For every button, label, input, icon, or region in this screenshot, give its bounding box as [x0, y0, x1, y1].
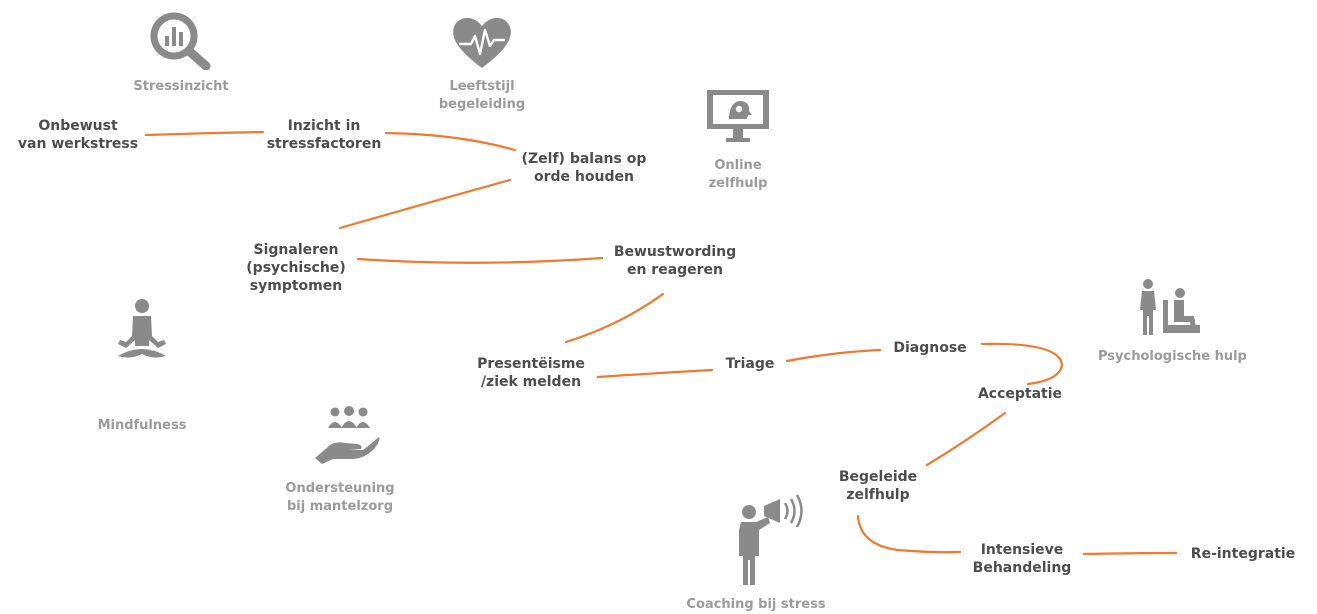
service-label-stressinzicht: Stressinzicht	[133, 79, 229, 94]
stage-presenteisme: Presentëisme/ziek melden	[477, 356, 585, 390]
connector-presenteisme-triage	[596, 368, 714, 379]
connector-intensieve-reintegratie	[1082, 551, 1178, 556]
connector-acceptatie-begeleide	[925, 411, 1007, 467]
connector-signaleren-bewustwording	[356, 256, 604, 264]
service-label-mindfulness: Mindfulness	[97, 418, 187, 433]
connector-triage-diagnose	[785, 348, 882, 363]
service-label-coaching: Coaching bij stress	[686, 597, 826, 612]
connector-onbewust-inzicht	[144, 130, 265, 137]
stage-triage: Triage	[725, 356, 775, 372]
service-label-psychologische: Psychologische hulp	[1098, 349, 1247, 364]
heart-pulse-icon	[453, 17, 511, 68]
stage-acceptatie: Acceptatie	[977, 386, 1063, 402]
stage-reintegratie: Re-integratie	[1190, 546, 1296, 562]
megaphone-person-icon	[739, 494, 803, 585]
magnifier-chart-icon	[150, 12, 211, 70]
connector-balans-signaleren	[338, 178, 512, 230]
connector-bewustwording-presenteisme	[564, 292, 665, 344]
meditation-icon	[118, 299, 166, 358]
stage-signaleren: Signaleren(psychische)symptomen	[246, 242, 346, 294]
stage-diagnose: Diagnose	[893, 340, 967, 356]
connector-inzicht-balans	[384, 131, 517, 152]
connector-diagnose-acceptatie	[980, 342, 1064, 386]
therapist-patient-icon	[1140, 279, 1200, 335]
hand-people-icon	[315, 406, 380, 464]
monitor-head-icon	[707, 90, 769, 142]
connector-begeleide-intensieve	[856, 514, 962, 554]
